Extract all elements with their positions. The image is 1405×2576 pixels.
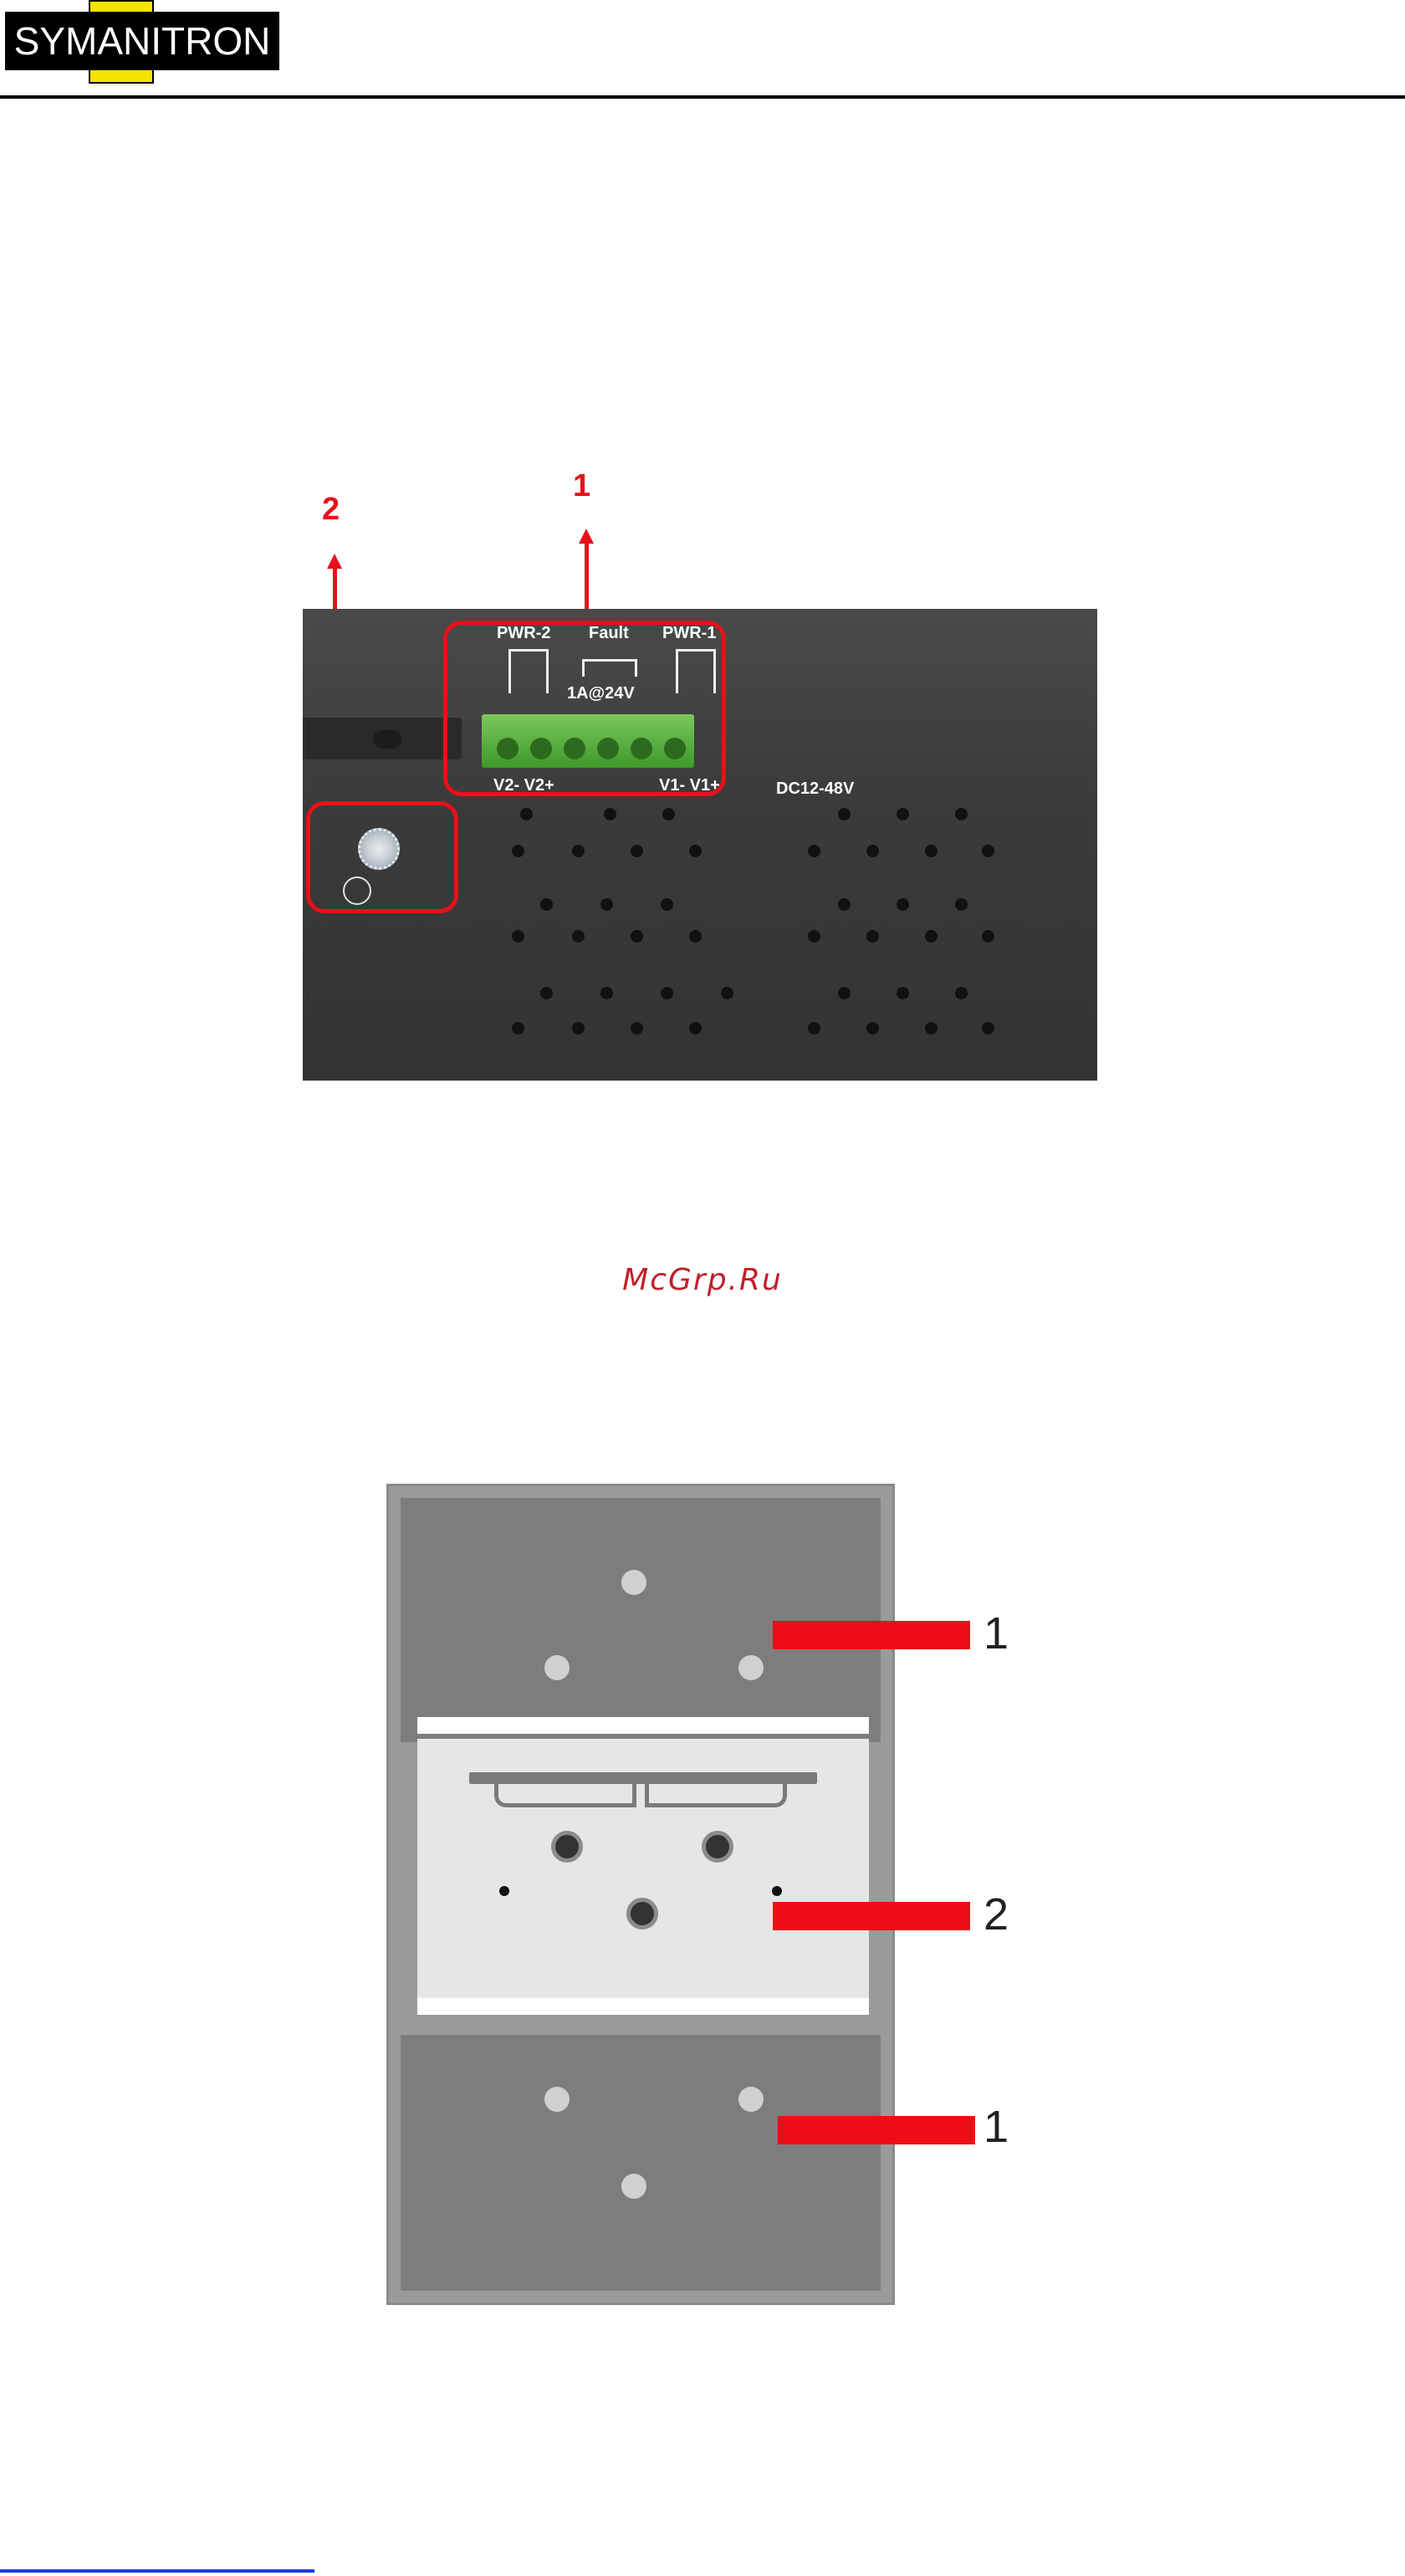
callout-number: 1	[573, 468, 590, 504]
vent-hole	[631, 1022, 643, 1035]
clip-screw	[702, 1831, 733, 1863]
vent-hole	[600, 898, 613, 911]
clip-screw	[626, 1898, 658, 1929]
vent-hole	[955, 808, 968, 820]
plate-edge-stripe	[417, 1998, 869, 2015]
vent-hole	[512, 930, 524, 943]
clip-spring	[494, 1784, 636, 1807]
clip-spring	[645, 1784, 787, 1807]
plate-edge-stripe	[417, 1717, 869, 1734]
vent-hole	[925, 845, 938, 857]
footer-link-rule	[0, 2569, 314, 2573]
ground-screw-icon	[358, 828, 400, 870]
vent-hole	[866, 845, 879, 857]
mounting-hole	[544, 1655, 570, 1680]
din-rail-plate	[386, 1484, 895, 2305]
vent-hole	[631, 845, 643, 857]
vent-hole	[982, 845, 994, 857]
callout-number: 1	[984, 2101, 1009, 2153]
clip-screw	[551, 1831, 583, 1863]
din-clip	[417, 1739, 869, 2013]
vent-hole	[572, 930, 585, 943]
vent-hole	[808, 930, 820, 943]
vent-hole	[661, 987, 673, 999]
vent-hole	[955, 898, 968, 911]
vent-hole	[808, 845, 820, 857]
mounting-hole	[621, 1570, 646, 1595]
vent-hole	[512, 1022, 524, 1035]
vent-hole	[604, 808, 616, 820]
callout-bar	[773, 1621, 970, 1649]
vent-hole	[689, 845, 702, 857]
vent-hole	[866, 930, 879, 943]
vent-hole	[689, 930, 702, 943]
mounting-hole	[738, 2087, 764, 2112]
mounting-hole	[544, 2087, 570, 2112]
vent-hole	[838, 808, 851, 820]
vent-hole	[572, 845, 585, 857]
vent-hole	[838, 987, 851, 999]
plate-upper-section	[401, 1498, 881, 1742]
vent-hole	[925, 1022, 938, 1035]
header-divider	[0, 95, 1405, 99]
callout-number: 2	[322, 492, 340, 528]
ground-symbol-icon	[343, 877, 371, 905]
callout-frame-terminal	[443, 621, 726, 796]
logo-text: SYMANITRON	[14, 18, 271, 64]
vent-hole	[631, 930, 643, 943]
vent-hole	[866, 1022, 879, 1035]
device-side-panel: PWR-2 Fault PWR-1 1A@24V V2- V2+ V1- V1+…	[303, 609, 1097, 1081]
clip-pin	[772, 1886, 782, 1896]
vent-hole	[540, 898, 553, 911]
vent-hole	[689, 1022, 702, 1035]
vent-hole	[982, 930, 994, 943]
vent-hole	[572, 1022, 585, 1035]
vent-hole	[925, 930, 938, 943]
dc-range-label: DC12-48V	[776, 779, 854, 799]
vent-hole	[897, 808, 909, 820]
callout-number: 1	[984, 1607, 1009, 1659]
callout-bar	[778, 2116, 975, 2144]
vent-hole	[982, 1022, 994, 1035]
vent-hole	[512, 845, 524, 857]
mounting-hole	[621, 2174, 646, 2199]
clip-rail-bar	[469, 1772, 817, 1784]
vent-hole	[897, 898, 909, 911]
vent-hole	[838, 898, 851, 911]
clip-pin	[499, 1886, 509, 1896]
vent-hole	[540, 987, 553, 999]
vent-hole	[721, 987, 733, 999]
callout-bar	[773, 1902, 970, 1930]
vent-hole	[520, 808, 533, 820]
vent-hole	[600, 987, 613, 999]
vent-hole	[808, 1022, 820, 1035]
mounting-hole	[738, 1655, 764, 1680]
vent-hole	[661, 898, 673, 911]
vent-hole	[897, 987, 909, 999]
vent-hole	[955, 987, 968, 999]
watermark: McGrp.Ru	[0, 1263, 1405, 1297]
company-logo: SYMANITRON	[5, 12, 279, 70]
vent-hole	[662, 808, 675, 820]
plate-lower-section	[401, 2035, 881, 2291]
screw-icon	[373, 730, 401, 749]
callout-number: 2	[984, 1889, 1009, 1940]
